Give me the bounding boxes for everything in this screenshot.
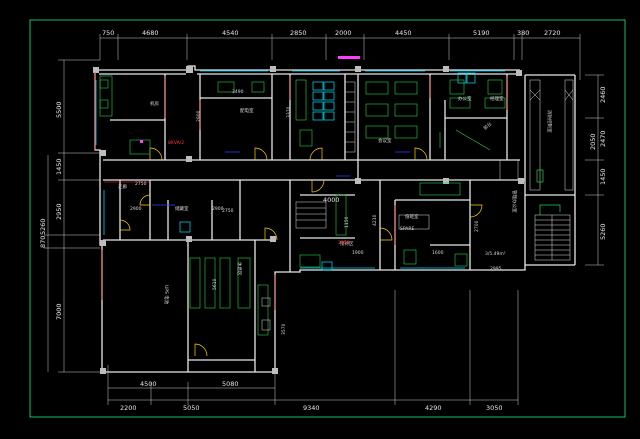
left-dim-5: 870 [39,236,47,248]
furniture [99,75,506,336]
left-dim-1: 5500 [55,101,63,118]
bottom-dimension-labels: 2200 5050 9340 4290 3050 4500 5080 [120,380,503,412]
top-inner-dim-1: 3490 [232,89,244,95]
interior-dim-10: 2750 [222,208,234,214]
top-dim-6: 4450 [395,29,412,37]
bottom-inner-dim-1: 4500 [140,380,157,388]
stairway [529,79,574,261]
right-dim-1: 2460 [599,86,607,103]
interior-dim-6: 4210 [372,214,378,226]
room-label-fire-control: 消防控制室 [546,110,553,133]
interior-dim-7: 1900 [352,250,364,256]
doors [119,147,483,357]
right-dim-5: 5260 [599,223,607,240]
magenta-marks [140,56,360,143]
interior-dim-2: 2750 [135,181,147,187]
server-racks [179,72,476,271]
top-dim-4: 2850 [290,29,307,37]
room-label-reception: 前台 [482,120,494,131]
note-red-dim: 2950 [338,240,350,246]
annotations: 8KVA/2 3/5.49m² 2950 SPARE [168,140,506,257]
top-dim-5: 2000 [335,29,352,37]
top-dim-1: 750 [102,29,114,37]
right-dimension-labels: 2460 2470 2050 1450 5260 [589,86,607,240]
room-label-manager: 经理室 [490,95,504,102]
room-label-duty: 值班室 [405,213,419,220]
top-dim-7: 5190 [473,29,490,37]
room-label-server: 机房 [150,100,159,107]
walls [94,65,576,373]
red-marks [94,72,508,310]
bottom-dim-4: 4290 [425,404,442,412]
room-label-distribution: 配电室 [240,107,254,114]
top-dim-3: 4540 [222,29,239,37]
note-spare: SPARE [400,226,414,232]
room-label-office: 办公室 [458,95,472,102]
interior-dim-1: 2900 [130,206,142,212]
right-dim-2: 2470 [599,130,607,147]
room-label-admin: 管理办公室 [511,190,518,213]
interior-dim-11: 3570 [281,323,287,335]
interior-dim-13: 2900 [196,110,202,122]
room-label-waiting: 接待区 [340,240,354,247]
drawing-frame [29,19,626,418]
room-label-rest: 休息区 [236,262,243,276]
left-dimension-labels: 5500 1450 2950 5260 870 7000 [39,101,63,320]
left-dim-4: 5260 [39,218,47,235]
bottom-dim-2: 5050 [183,404,200,412]
interior-dim-3: 2900 [212,206,224,212]
right-dim-3: 2050 [589,133,597,150]
room-labels: 机房 UPS 电池 配电室 会议室 前台 消防控制室 储藏室 值班室 办公室 经… [118,95,553,305]
windows [95,70,505,269]
top-dim-2: 4680 [142,29,159,37]
interior-dim-4: 4000 [323,196,340,204]
bottom-dim-5: 3050 [486,404,503,412]
fixtures [261,81,519,331]
interior-dim-8: 1600 [432,250,444,256]
left-dim-6: 7000 [55,303,63,320]
left-dim-2: 1450 [55,158,63,175]
interior-dim-12: 5610 [212,278,218,290]
blue-marks [152,151,410,206]
note-area: 3/5.49m² [485,251,506,257]
dimension-lines [44,34,604,405]
interior-dimension-labels: 2900 2750 2900 4000 1150 4210 1900 1600 … [130,106,502,335]
structural-columns [93,66,524,374]
right-dim-4: 1450 [599,168,607,185]
top-dim-9: 2720 [544,29,561,37]
bottom-dim-3: 9340 [303,404,320,412]
bottom-dim-1: 2200 [120,404,137,412]
top-dim-8: 380 [517,29,529,37]
room-label-storage: 储藏室 [175,205,189,212]
room-label-corridor: 走廊 [118,183,127,190]
bottom-inner-dim-2: 5080 [222,380,239,388]
note-capacity: 8KVA/2 [168,140,184,146]
left-dim-3: 2950 [55,203,63,220]
interior-dim-15: 2700 [474,220,480,232]
interior-dim-5: 1150 [344,216,350,228]
interior-dim-9: 2995 [490,266,502,272]
top-dimension-labels: 750 4680 4540 2850 2000 4450 5190 380 27… [102,29,561,95]
room-label-meeting: 会议室 [378,137,392,144]
room-label-ups: UPS 电池 [163,285,170,305]
interior-dim-14: 3370 [286,106,292,118]
stair-rail [536,169,561,215]
